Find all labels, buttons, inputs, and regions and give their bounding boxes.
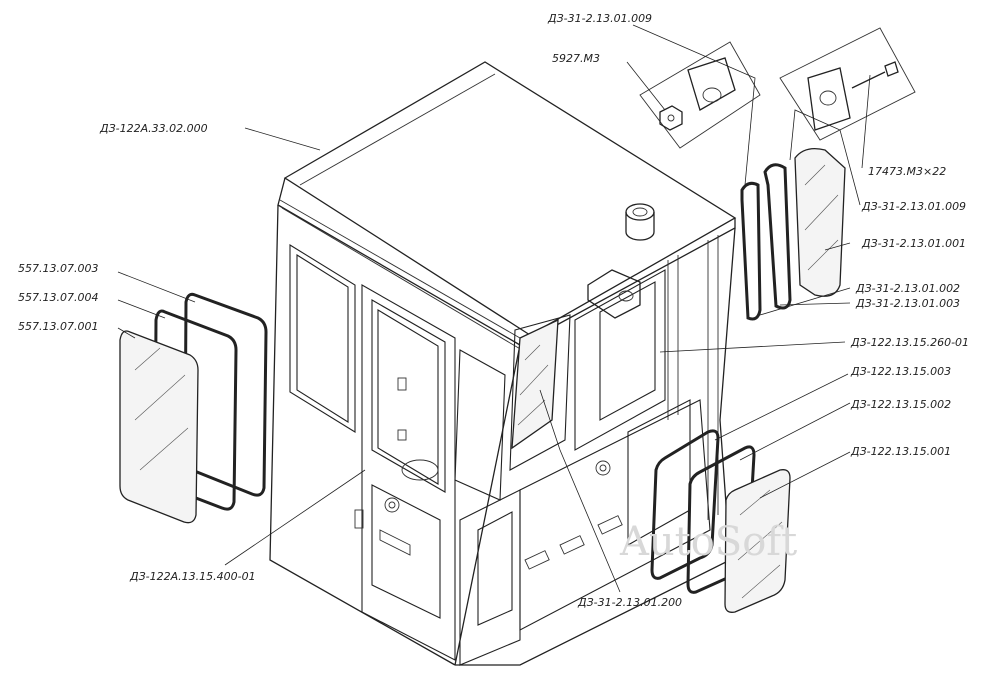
left-glass bbox=[119, 330, 199, 524]
label-nut: 5927.М3 bbox=[552, 52, 600, 65]
cab-body bbox=[269, 61, 737, 666]
label-right-glass: ДЗ-31-2.13.01.001 bbox=[861, 237, 966, 250]
right-seal-inner bbox=[763, 163, 792, 310]
mounting-lug bbox=[587, 269, 641, 319]
right-glass-set bbox=[740, 147, 846, 321]
right-glass bbox=[794, 147, 846, 297]
right-bracket bbox=[807, 67, 851, 131]
cab-roof bbox=[283, 61, 737, 336]
bolt-m3x22 bbox=[884, 61, 899, 77]
label-lower-glass: ДЗ-122.13.15.001 bbox=[850, 445, 951, 458]
lower-glass-set bbox=[650, 429, 791, 613]
watermark: AutoSoft bbox=[619, 519, 797, 565]
label-right-seal-inner: ДЗ-31-2.13.01.003 bbox=[855, 297, 960, 310]
lower-glass bbox=[724, 469, 791, 613]
label-lower-seal-outer: ДЗ-122.13.15.003 bbox=[850, 365, 951, 378]
left-glass-set bbox=[119, 292, 268, 524]
right-bracket-inset bbox=[779, 27, 916, 141]
label-side-part: ДЗ-122.13.15.260-01 bbox=[850, 336, 969, 349]
nut-m3 bbox=[659, 105, 683, 131]
label-right-seal-outer: ДЗ-31-2.13.01.002 bbox=[855, 282, 960, 295]
label-right-bracket: ДЗ-31-2.13.01.009 bbox=[861, 200, 966, 213]
label-lower-seal-inner: ДЗ-122.13.15.002 bbox=[850, 398, 951, 411]
label-bolt: 17473.М3×22 bbox=[868, 165, 946, 178]
label-left-seal-inner: 557.13.07.004 bbox=[18, 291, 98, 304]
roof-boss bbox=[625, 203, 655, 221]
top-bracket-inset bbox=[639, 41, 761, 149]
label-roof: ДЗ-122А.33.02.000 bbox=[99, 122, 208, 135]
leader-lines bbox=[117, 24, 871, 593]
label-left-glass: 557.13.07.001 bbox=[18, 320, 98, 333]
label-top-bracket: ДЗ-31-2.13.01.009 bbox=[547, 12, 652, 25]
left-seal-inner bbox=[153, 309, 238, 511]
top-bracket bbox=[687, 57, 736, 111]
label-windshield: ДЗ-31-2.13.01.200 bbox=[577, 596, 682, 609]
lower-seal-outer bbox=[650, 429, 720, 580]
right-seal-outer bbox=[740, 181, 762, 321]
label-door: ДЗ-122А.13.15.400-01 bbox=[129, 570, 256, 583]
part-labels: ДЗ-31-2.13.01.009 5927.М3 ДЗ-122А.33.02.… bbox=[18, 12, 969, 609]
left-seal-outer bbox=[183, 292, 268, 497]
label-left-seal-outer: 557.13.07.003 bbox=[18, 262, 98, 275]
windshield-glass bbox=[511, 318, 559, 450]
